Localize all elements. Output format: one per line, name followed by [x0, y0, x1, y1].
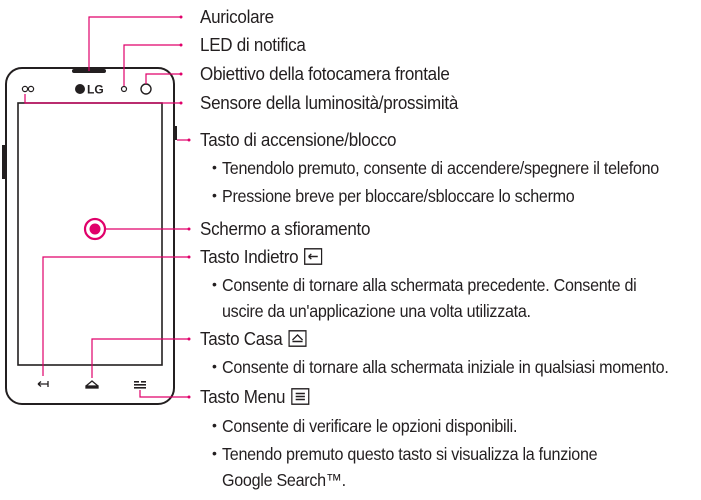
- label-menu-key: Tasto Menu: [200, 386, 310, 408]
- notification-led: [120, 85, 128, 93]
- bullet: •: [212, 187, 217, 203]
- bullet: •: [212, 358, 217, 374]
- home-description-1: Consente di tornare alla schermata inizi…: [222, 357, 669, 377]
- back-description-1b: uscire da un'applicazione una volta util…: [222, 301, 531, 321]
- label-front-camera: Obiettivo della fotocamera frontale: [200, 63, 450, 84]
- home-key-icon: [85, 380, 99, 389]
- power-description-1: Tenendolo premuto, consente di accendere…: [222, 158, 659, 178]
- brand-label: LG: [87, 83, 104, 97]
- label-proximity-sensor: Sensore della luminosità/prossimità: [200, 92, 459, 113]
- menu-key-icon: [134, 381, 146, 389]
- volume-key: [2, 145, 7, 179]
- menu-description-2a: Tenendo premuto questo tasto si visualiz…: [222, 444, 598, 464]
- label-touch-screen: Schermo a sfioramento: [200, 218, 371, 239]
- proximity-sensor: [21, 85, 29, 93]
- bullet: •: [212, 417, 217, 433]
- label-power-key: Tasto di accensione/blocco: [200, 129, 397, 150]
- back-description-1a: Consente di tornare alla schermata prece…: [222, 275, 637, 295]
- bullet: •: [212, 276, 217, 292]
- bullet: •: [212, 445, 217, 461]
- home-key-icon: [287, 330, 307, 347]
- label-notification-led: LED di notifica: [200, 34, 306, 55]
- menu-description-2b: Google Search™.: [222, 470, 346, 490]
- label-earpiece: Auricolare: [200, 6, 274, 27]
- bullet: •: [212, 159, 217, 175]
- callout-lines: [24, 16, 189, 398]
- lg-logo: [75, 84, 85, 94]
- back-key-icon: [303, 248, 323, 265]
- menu-description-1: Consente di verificare le opzioni dispon…: [222, 416, 518, 436]
- menu-key-label: Tasto Menu: [200, 386, 286, 407]
- back-key-label: Tasto Indietro: [200, 246, 299, 267]
- power-description-2: Pressione breve per bloccare/sbloccare l…: [222, 186, 575, 206]
- label-back-key: Tasto Indietro: [200, 246, 323, 268]
- power-key: [173, 126, 177, 140]
- home-key-label: Tasto Casa: [200, 328, 283, 349]
- label-home-key: Tasto Casa: [200, 328, 307, 350]
- back-key-icon: [37, 381, 49, 387]
- menu-key-icon: [290, 388, 310, 405]
